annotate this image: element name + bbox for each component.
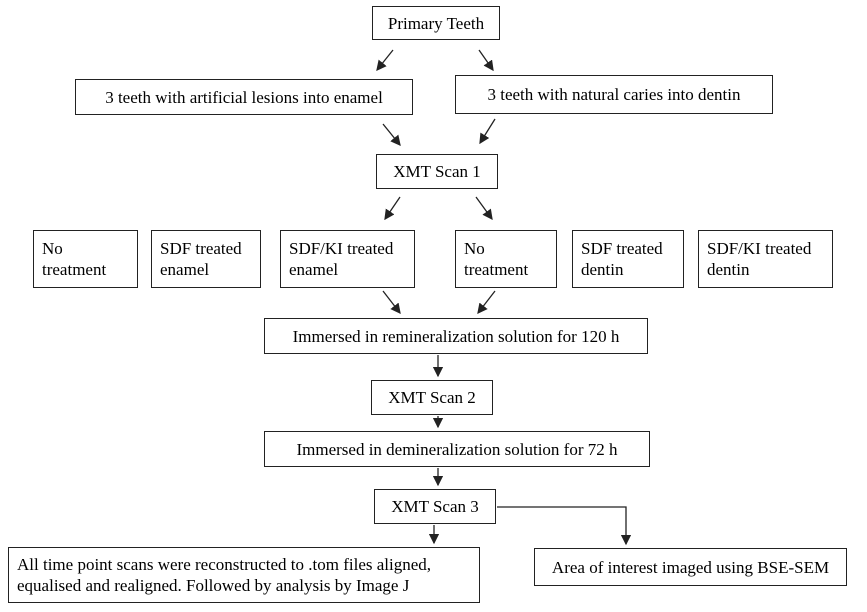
node-bse-sem: Area of interest imaged using BSE-SEM <box>534 548 847 586</box>
arrow-scan3-to-sem <box>497 506 632 546</box>
arrow-artificial-to-scan1 <box>382 123 401 147</box>
node-sdf-treated-enamel: SDF treated enamel <box>151 230 261 288</box>
arrow-primary-to-natural <box>478 49 494 72</box>
arrow-natural-to-scan1 <box>479 118 496 145</box>
arrow-primary-to-artificial <box>376 49 394 72</box>
node-analysis-image-j: All time point scans were reconstructed … <box>8 547 480 603</box>
node-xmt-scan-2: XMT Scan 2 <box>371 380 493 415</box>
node-sdf-treated-dentin: SDF treated dentin <box>572 230 684 288</box>
node-no-treatment-dentin: No treatment <box>455 230 557 288</box>
node-no-treatment-enamel: No treatment <box>33 230 138 288</box>
arrow-dentin-group-to-remin <box>477 290 496 315</box>
node-natural-caries: 3 teeth with natural caries into dentin <box>455 75 773 114</box>
node-remineralization: Immersed in remineralization solution fo… <box>264 318 648 354</box>
node-xmt-scan-3: XMT Scan 3 <box>374 489 496 524</box>
arrow-scan1-to-enamel-group <box>384 196 401 221</box>
node-xmt-scan-1: XMT Scan 1 <box>376 154 498 189</box>
arrow-scan1-to-dentin-group <box>475 196 493 221</box>
node-sdfki-treated-dentin: SDF/KI treated dentin <box>698 230 833 288</box>
node-demineralization: Immersed in demineralization solution fo… <box>264 431 650 467</box>
node-artificial-lesions: 3 teeth with artificial lesions into ena… <box>75 79 413 115</box>
node-primary-teeth: Primary Teeth <box>372 6 500 40</box>
node-sdfki-treated-enamel: SDF/KI treated enamel <box>280 230 415 288</box>
arrow-enamel-group-to-remin <box>382 290 401 315</box>
